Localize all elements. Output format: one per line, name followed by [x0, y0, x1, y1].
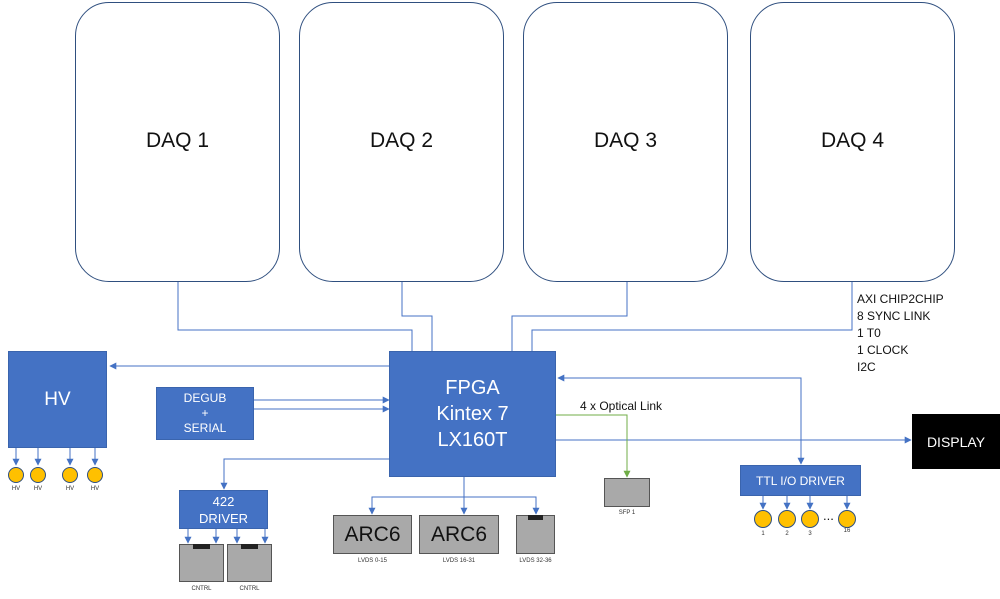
hv-connector-1	[8, 467, 24, 483]
driver-422-line: 422	[212, 493, 235, 509]
daq-box-3: DAQ 3	[523, 2, 728, 282]
fpga-line: Kintex 7	[436, 403, 509, 425]
wire-fpga-ttl	[557, 374, 805, 465]
arc6-label: ARC6	[430, 522, 488, 546]
fpga-block: FPGA Kintex 7 LX160T	[389, 351, 556, 477]
debug-line: SERIAL	[183, 421, 227, 435]
hv-connector-label: HV	[65, 486, 75, 492]
daq-box-2: DAQ 2	[299, 2, 504, 282]
link-item: I2C	[857, 360, 876, 374]
hv-connector-label: HV	[33, 486, 43, 492]
lvds-small-slot	[528, 515, 543, 520]
daq-box-4: DAQ 4	[750, 2, 955, 282]
driver-422-line: DRIVER	[198, 510, 249, 526]
cntrl-module-1	[179, 544, 224, 582]
fpga-line: LX160T	[437, 429, 508, 451]
display-label: DISPLAY	[926, 433, 986, 450]
sfp-module	[604, 478, 650, 507]
ttl-ellipsis: ...	[823, 508, 834, 523]
debug-line: DEGUB	[183, 391, 227, 405]
wire-fpga-lvds-small	[464, 496, 540, 515]
ttl-connector-1	[754, 510, 772, 528]
arc6-board-2: ARC6	[419, 515, 499, 554]
cntrl-module-2	[227, 544, 272, 582]
display-block: DISPLAY	[912, 414, 1000, 469]
cntrl-slot-1	[193, 544, 210, 549]
link-item: 1 T0	[857, 326, 881, 340]
ttl-connector-label: 16	[843, 528, 851, 534]
hv-connector-4	[87, 467, 103, 483]
debug-serial-block: DEGUB + SERIAL	[156, 387, 254, 440]
arc6-board-1: ARC6	[333, 515, 412, 554]
ttl-connector-label: 2	[785, 531, 789, 537]
link-item: AXI CHIP2CHIP	[857, 292, 944, 306]
arc6-caption: LVDS 0-15	[358, 558, 387, 564]
wire-daq1-fpga	[177, 281, 413, 351]
wire-fpga-arc	[368, 477, 465, 515]
ttl-connector-2	[778, 510, 796, 528]
hv-block: HV	[8, 351, 107, 448]
hv-label: HV	[44, 388, 71, 410]
lvds-small-module	[516, 515, 555, 554]
cntrl-label: CNTRL	[191, 586, 212, 592]
wire-daq2-fpga	[401, 281, 433, 351]
arc6-caption: LVDS 16-31	[442, 558, 476, 564]
ttl-connector-label: 3	[808, 531, 812, 537]
wire-daq4-fpga	[531, 281, 853, 351]
hv-connector-label: HV	[90, 486, 100, 492]
link-item: 8 SYNC LINK	[857, 309, 931, 323]
daq-box-1: DAQ 1	[75, 2, 280, 282]
debug-line: +	[201, 406, 209, 420]
cntrl-slot-2	[241, 544, 258, 549]
hv-connector-2	[30, 467, 46, 483]
link-list: AXI CHIP2CHIP 8 SYNC LINK 1 T0 1 CLOCK I…	[857, 291, 944, 376]
ttl-connector-16	[838, 510, 856, 528]
cntrl-label: CNTRL	[239, 586, 260, 592]
wire-fpga-422	[220, 458, 389, 490]
optical-link-label: 4 x Optical Link	[580, 399, 663, 413]
wire-daq3-fpga	[511, 281, 628, 351]
ttl-label: TTL I/O DRIVER	[756, 473, 845, 488]
driver-422-block: 422 DRIVER	[179, 490, 268, 529]
fpga-line: FPGA	[445, 377, 500, 399]
sfp-label: SFP 1	[618, 510, 636, 516]
hv-connector-label: HV	[11, 486, 21, 492]
lvds-small-caption: LVDS 32-36	[519, 558, 552, 564]
ttl-connector-label: 1	[761, 531, 765, 537]
ttl-connector-3	[801, 510, 819, 528]
link-item: 1 CLOCK	[857, 343, 909, 357]
hv-connector-3	[62, 467, 78, 483]
wire-optical-link	[556, 414, 631, 478]
ttl-driver-block: TTL I/O DRIVER	[740, 465, 861, 496]
arc6-label: ARC6	[344, 522, 401, 546]
